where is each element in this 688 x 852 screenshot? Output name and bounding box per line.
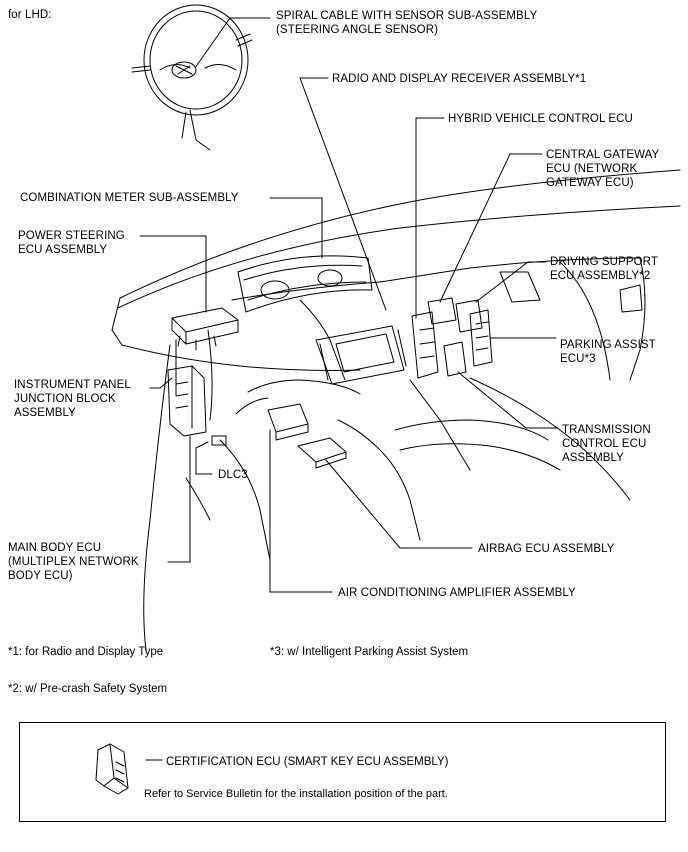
label-spiral-cable: SPIRAL CABLE WITH SENSOR SUB-ASSEMBLY (S… bbox=[276, 10, 538, 36]
label-instrument-panel-jb: INSTRUMENT PANEL JUNCTION BLOCK ASSEMBLY bbox=[14, 379, 131, 419]
label-radio-receiver: RADIO AND DISPLAY RECEIVER ASSEMBLY*1 bbox=[332, 73, 587, 85]
label-ac-amplifier: AIR CONDITIONING AMPLIFIER ASSEMBLY bbox=[338, 587, 576, 599]
footnote-1: *1: for Radio and Display Type bbox=[8, 646, 164, 658]
footnote-2: *2: w/ Pre-crash Safety System bbox=[8, 683, 168, 695]
label-parking-assist: PARKING ASSIST ECU*3 bbox=[560, 339, 656, 365]
combination-meter-illustration bbox=[237, 255, 373, 313]
leader-lines bbox=[139, 17, 559, 761]
dashboard-outline bbox=[111, 169, 681, 651]
label-central-gateway: CENTRAL GATEWAY ECU (NETWORK GATEWAY ECU… bbox=[546, 149, 660, 189]
certification-note: Refer to Service Bulletin for the instal… bbox=[144, 788, 448, 800]
dlc3-connector bbox=[211, 435, 227, 446]
label-airbag-ecu: AIRBAG ECU ASSEMBLY bbox=[478, 543, 615, 555]
airbag-ecu-illustration bbox=[297, 437, 347, 469]
variant-label: for LHD: bbox=[8, 9, 52, 21]
label-power-steering: POWER STEERING ECU ASSEMBLY bbox=[18, 230, 125, 256]
power-steering-ecu-illustration bbox=[171, 307, 239, 351]
ac-amplifier-illustration bbox=[267, 403, 309, 441]
label-driving-support: DRIVING SUPPORT ECU ASSEMBLY*2 bbox=[550, 256, 658, 282]
certification-ecu-box bbox=[19, 722, 666, 822]
label-transmission-ecu: TRANSMISSION CONTROL ECU ASSEMBLY bbox=[562, 424, 651, 464]
label-hybrid-ecu: HYBRID VEHICLE CONTROL ECU bbox=[448, 113, 633, 125]
label-certification-ecu: CERTIFICATION ECU (SMART KEY ECU ASSEMBL… bbox=[166, 756, 449, 768]
certification-ecu-illustration bbox=[95, 743, 129, 795]
instrument-panel-jb-illustration bbox=[167, 365, 207, 437]
label-dlc3: DLC3 bbox=[218, 469, 248, 481]
label-combination-meter: COMBINATION METER SUB-ASSEMBLY bbox=[20, 192, 239, 204]
center-ecu-cluster-illustration bbox=[411, 297, 493, 379]
label-main-body-ecu: MAIN BODY ECU (MULTIPLEX NETWORK BODY EC… bbox=[8, 542, 139, 582]
steering-wheel-illustration bbox=[131, 4, 253, 151]
footnote-3: *3: w/ Intelligent Parking Assist System bbox=[270, 646, 469, 658]
radio-display-illustration bbox=[315, 325, 407, 385]
